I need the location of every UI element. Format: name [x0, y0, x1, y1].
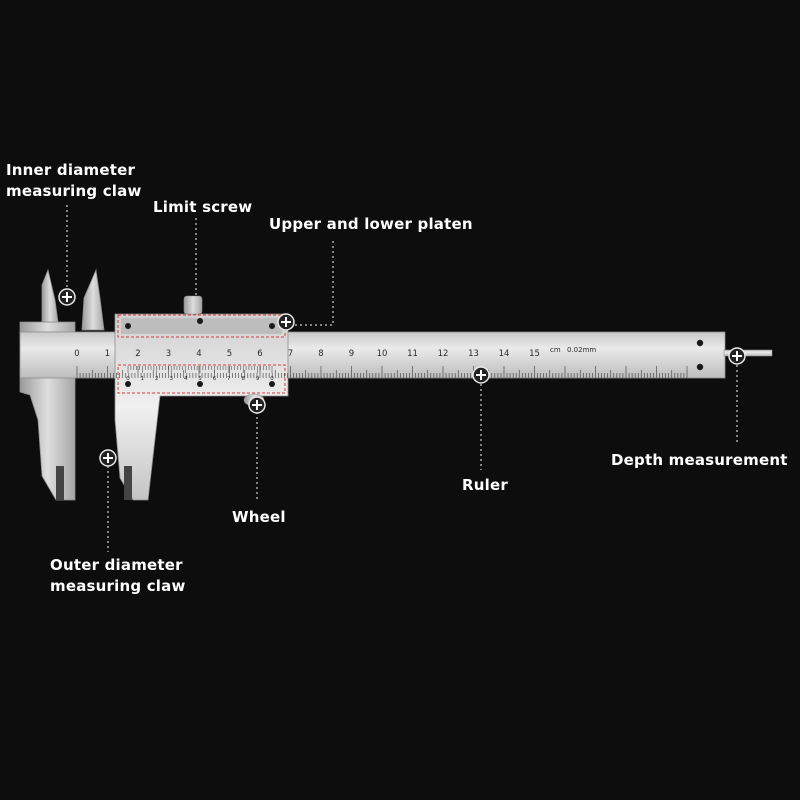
- main-scale-number: 6: [257, 349, 262, 359]
- beam-rivet-bottom: [696, 363, 704, 371]
- label-limit-screw: Limit screw: [153, 198, 253, 216]
- upper-platen-screw-2: [197, 318, 203, 324]
- main-scale-number: 5: [227, 349, 232, 359]
- scale-unit-label: cm: [550, 346, 561, 354]
- vernier-number: 4: [184, 376, 188, 382]
- vernier-number: 0: [270, 376, 274, 382]
- label-inner-claw-line1: Inner diameter: [6, 161, 136, 179]
- vernier-slide: [114, 313, 289, 501]
- vernier-number: 9: [256, 376, 260, 382]
- movable-inner-claw: [81, 268, 105, 331]
- main-scale-number: 3: [166, 349, 171, 359]
- main-scale-ticks: [76, 366, 688, 378]
- beam-rivet-top: [696, 339, 704, 347]
- vernier-number: 2: [155, 376, 159, 382]
- vernier-scale-numbers: 0 1 2 3 4 5 6 7 8 9 0: [126, 376, 274, 382]
- vernier-number: 8: [241, 376, 245, 382]
- upper-platen: [121, 318, 282, 334]
- label-inner-claw-line2: measuring claw: [6, 182, 142, 200]
- label-outer-claw-line1: Outer diameter: [50, 556, 183, 574]
- vernier-number: 5: [198, 376, 202, 382]
- main-scale-number: 11: [407, 349, 418, 359]
- main-scale-number: 8: [318, 349, 323, 359]
- upper-platen-screw-3: [269, 323, 275, 329]
- marker-ruler-icon: [472, 366, 490, 384]
- main-scale-number: 15: [529, 349, 540, 359]
- marker-platen-icon: [277, 313, 295, 331]
- limit-screw-knob: [183, 295, 203, 315]
- fixed-jaw-edge: [56, 466, 64, 500]
- main-scale-number: 1: [105, 349, 110, 359]
- lower-platen-screw-1: [125, 381, 131, 387]
- vernier-scale-ticks: [127, 366, 273, 373]
- vernier-number: 6: [213, 376, 217, 382]
- scale-precision-label: 0.02mm: [567, 346, 596, 354]
- lower-platen-box: [117, 364, 286, 394]
- leader-lines: [66, 205, 738, 552]
- marker-depth-icon: [728, 347, 746, 365]
- marker-wheel-icon: [248, 396, 266, 414]
- vernier-number: 3: [169, 376, 173, 382]
- marker-outer-claw-icon: [99, 449, 117, 467]
- main-scale-number: 9: [349, 349, 354, 359]
- main-scale-number: 12: [438, 349, 449, 359]
- label-wheel: Wheel: [232, 508, 286, 526]
- vernier-number: 1: [141, 376, 145, 382]
- marker-inner-claw-icon: [58, 288, 76, 306]
- main-scale-number: 7: [288, 349, 293, 359]
- label-upper-lower-platen: Upper and lower platen: [269, 215, 473, 233]
- vernier-number: 7: [227, 376, 231, 382]
- markers: [58, 288, 746, 467]
- vernier-number: 0: [126, 376, 130, 382]
- leader-platen: [295, 240, 334, 326]
- depth-rod: [723, 349, 773, 357]
- lower-platen-screw-2: [197, 381, 203, 387]
- main-scale-number: 10: [377, 349, 388, 359]
- movable-jaw-edge: [124, 466, 132, 500]
- main-scale-number: 14: [499, 349, 510, 359]
- label-outer-diameter-claw: Outer diameter measuring claw: [50, 555, 186, 597]
- upper-platen-screw-1: [125, 323, 131, 329]
- main-scale-number: 4: [196, 349, 201, 359]
- label-outer-claw-line2: measuring claw: [50, 577, 186, 595]
- label-inner-diameter-claw: Inner diameter measuring claw: [6, 160, 142, 202]
- fixed-inner-claw: [41, 268, 59, 323]
- lower-platen-screw-3: [269, 381, 275, 387]
- main-scale-number: 0: [74, 349, 79, 359]
- label-depth-measurement: Depth measurement: [611, 451, 788, 469]
- main-scale-number: 13: [468, 349, 479, 359]
- label-ruler: Ruler: [462, 476, 508, 494]
- main-scale-number: 2: [135, 349, 140, 359]
